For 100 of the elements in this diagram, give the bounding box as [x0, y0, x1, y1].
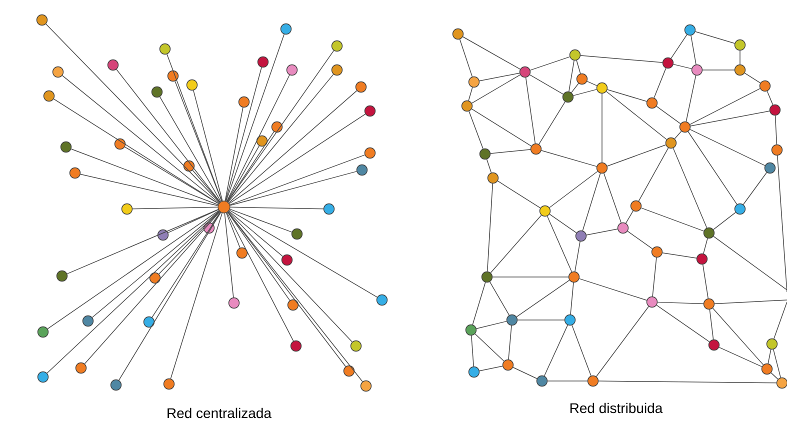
connection-line [47, 210, 220, 330]
connection-line [573, 89, 597, 96]
network-node [159, 43, 171, 55]
connection-line [744, 72, 761, 84]
connection-line [479, 72, 520, 82]
connection-line [529, 74, 564, 95]
connection-line [586, 228, 618, 236]
network-node [665, 137, 677, 149]
connection-line [228, 114, 366, 204]
connection-line [62, 75, 220, 204]
connection-line [228, 211, 353, 342]
connection-line [582, 172, 601, 232]
network-node [771, 144, 783, 156]
connection-line [46, 210, 220, 374]
connection-line [118, 212, 222, 381]
connection-line [508, 325, 512, 360]
connection-line [625, 210, 634, 224]
connection-line [596, 306, 650, 377]
network-node [183, 160, 195, 172]
network-node [331, 64, 343, 76]
network-node [662, 57, 674, 69]
connection-line [568, 60, 574, 92]
network-node [564, 314, 576, 326]
connection-line [459, 38, 473, 78]
connection-line [656, 304, 710, 342]
connection-line [212, 212, 221, 224]
network-node [764, 162, 776, 174]
connection-line [228, 74, 334, 202]
connection-line [84, 211, 220, 364]
connection-line [471, 335, 474, 367]
connection-line [768, 349, 772, 364]
network-node [149, 272, 161, 284]
connection-line [606, 144, 666, 166]
connection-line [225, 67, 262, 202]
connection-line [546, 216, 572, 272]
connection-line [227, 50, 334, 202]
network-node [679, 121, 691, 133]
connection-line [462, 36, 520, 70]
connection-line [774, 302, 787, 340]
network-node [355, 81, 367, 93]
network-node [52, 66, 64, 78]
network-node [290, 340, 302, 352]
network-node [151, 86, 163, 98]
network-node [769, 104, 781, 116]
connection-line [230, 154, 366, 206]
network-node [37, 326, 49, 338]
connection-line [578, 278, 648, 301]
connection-line [586, 80, 598, 86]
network-node [617, 222, 629, 234]
connection-line [471, 108, 532, 146]
network-node [360, 380, 372, 392]
connection-line [227, 131, 274, 202]
network-node [776, 377, 787, 389]
network-node [696, 253, 708, 265]
connection-line [159, 96, 222, 202]
connection-line [228, 212, 363, 382]
network-node [36, 14, 48, 26]
network-node [60, 141, 72, 153]
connection-line [472, 282, 486, 325]
network-node [530, 143, 542, 155]
connection-line [670, 34, 688, 59]
network-node [356, 164, 368, 176]
network-node [163, 378, 175, 390]
connection-line [53, 98, 220, 204]
connection-line [489, 281, 510, 316]
network-node [452, 28, 464, 40]
network-node [143, 316, 155, 328]
connection-line [640, 208, 704, 232]
caption: Red distribuida [570, 402, 663, 414]
network-node [734, 39, 746, 51]
connection-line [152, 212, 221, 318]
connection-line [606, 91, 667, 140]
connection-line [486, 183, 494, 272]
connection-line [580, 55, 663, 63]
connection-line [674, 130, 682, 140]
network-node [630, 200, 642, 212]
connection-line [166, 54, 222, 202]
connection-line [193, 90, 223, 202]
network-node [167, 70, 179, 82]
connection-line [627, 230, 653, 250]
network-node [257, 56, 269, 68]
connection-line [654, 68, 666, 98]
connection-line [226, 34, 285, 202]
connection-line [709, 309, 714, 340]
connection-line [525, 77, 536, 144]
connection-line [226, 212, 240, 248]
network-node [43, 90, 55, 102]
network-node [708, 339, 720, 351]
connection-line [516, 280, 570, 318]
connection-line [571, 83, 579, 93]
connection-line [70, 148, 218, 206]
connection-line [576, 60, 581, 74]
connection-line [227, 212, 346, 367]
connection-line [229, 210, 378, 298]
network-node [343, 365, 355, 377]
network-node [703, 227, 715, 239]
connection-line [570, 282, 574, 315]
network-node [569, 49, 581, 61]
network-node [107, 59, 119, 71]
connection-line [46, 24, 220, 203]
